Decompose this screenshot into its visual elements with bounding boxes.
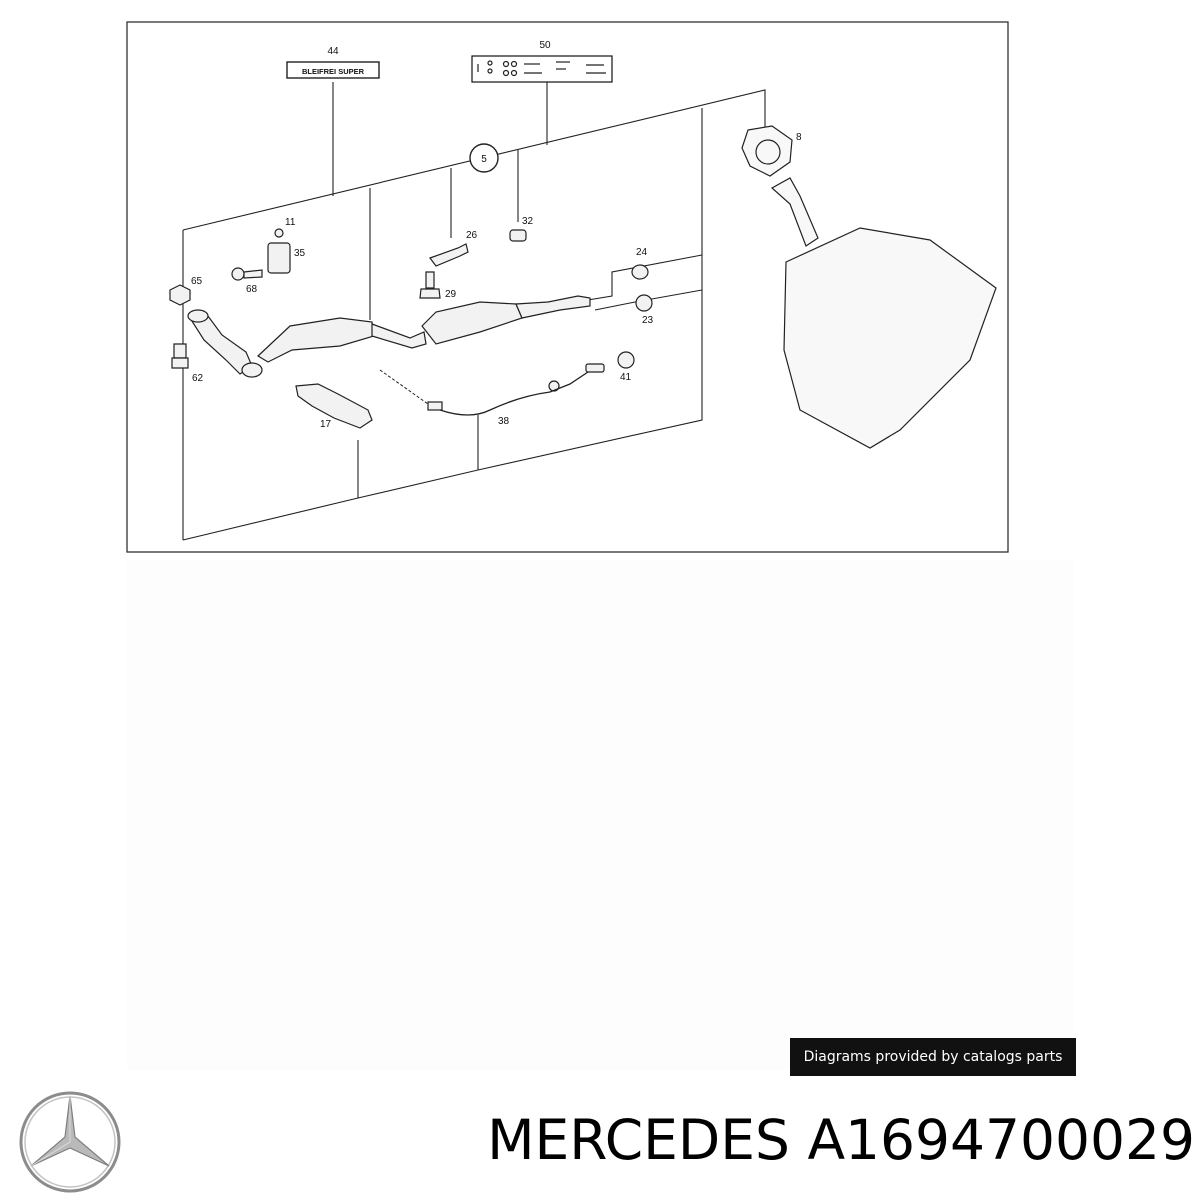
callout-5: 5 (481, 154, 487, 165)
callout-23: 23 (642, 315, 654, 326)
plate-44 (286, 61, 380, 79)
callout-41: 41 (620, 372, 632, 383)
callout-62: 62 (192, 373, 204, 384)
callout-32: 32 (522, 216, 534, 227)
sensor-wire (439, 371, 589, 416)
callout-11: 11 (285, 217, 296, 228)
blank-panel (127, 560, 1073, 1070)
callout-65: 65 (191, 276, 203, 287)
callout-38: 38 (498, 416, 510, 427)
callout-labels: 44 50 5 8 11 35 68 65 62 26 32 29 24 23 … (191, 40, 802, 430)
footer-title: MERCEDES A1694700029 (405, 1102, 1195, 1178)
callout-17: 17 (320, 419, 332, 430)
exhaust-parts (169, 228, 653, 429)
exhaust-system-diagram: BLEIFREI SUPER (126, 21, 1009, 553)
credit-badge: Diagrams provided by catalogs parts (790, 1038, 1076, 1076)
callout-8: 8 (796, 132, 802, 143)
callout-26: 26 (466, 230, 478, 241)
callout-29: 29 (445, 289, 457, 300)
callout-68: 68 (246, 284, 258, 295)
mercedes-star-logo-icon (19, 1091, 121, 1193)
footer-part-number: A1694700029 (807, 1108, 1195, 1172)
callout-35: 35 (294, 248, 306, 259)
iso-panel (182, 82, 766, 541)
plate-44-text: BLEIFREI SUPER (302, 67, 365, 76)
credit-text: Diagrams provided by catalogs parts (803, 1049, 1063, 1065)
plate-50 (471, 55, 613, 83)
callout-24: 24 (636, 247, 648, 258)
callout-50: 50 (539, 40, 551, 51)
callout-44: 44 (327, 46, 339, 57)
footer-brand: MERCEDES (487, 1108, 790, 1172)
fuel-tank (741, 125, 997, 449)
assembly-circle-5 (469, 143, 499, 173)
